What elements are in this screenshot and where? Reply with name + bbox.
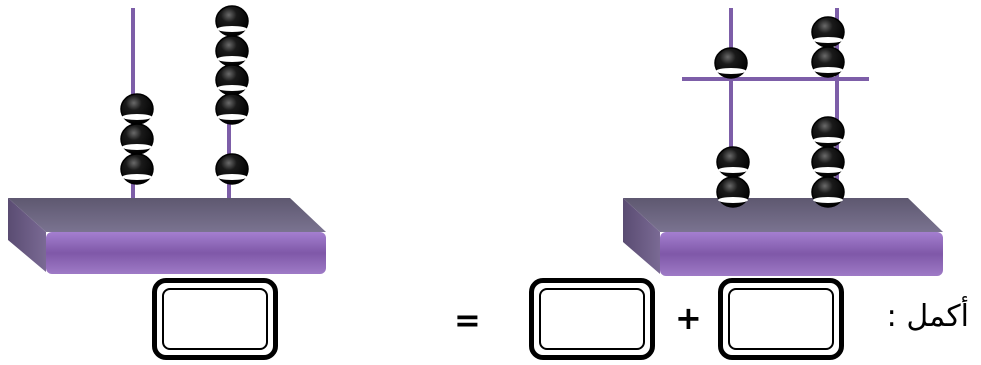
equals-sign: = bbox=[454, 304, 481, 336]
bead bbox=[121, 124, 153, 154]
bead bbox=[812, 147, 844, 177]
bead bbox=[812, 17, 844, 47]
bead bbox=[121, 94, 153, 124]
bead bbox=[216, 6, 248, 36]
bead bbox=[812, 117, 844, 147]
left-abacus-base bbox=[8, 198, 326, 274]
left-answer-box[interactable] bbox=[152, 278, 278, 360]
bead bbox=[216, 154, 248, 184]
instruction-label: أكمل : bbox=[887, 302, 969, 332]
left-abacus-beads-rod-2 bbox=[216, 6, 248, 184]
bead bbox=[717, 177, 749, 207]
bead bbox=[216, 94, 248, 124]
bead bbox=[121, 154, 153, 184]
second-addend-box[interactable] bbox=[718, 278, 844, 360]
bead bbox=[216, 36, 248, 66]
right-abacus-base bbox=[623, 198, 943, 276]
bead bbox=[717, 147, 749, 177]
plus-sign: + bbox=[675, 302, 702, 334]
bead bbox=[812, 47, 844, 77]
right-abacus-beads-rod-2 bbox=[812, 17, 844, 207]
left-abacus-beads-rod-1 bbox=[121, 94, 153, 184]
first-addend-box[interactable] bbox=[529, 278, 655, 360]
bead bbox=[812, 177, 844, 207]
left-abacus bbox=[8, 6, 326, 274]
right-abacus bbox=[623, 8, 943, 276]
bead bbox=[216, 65, 248, 95]
bead bbox=[715, 48, 747, 78]
